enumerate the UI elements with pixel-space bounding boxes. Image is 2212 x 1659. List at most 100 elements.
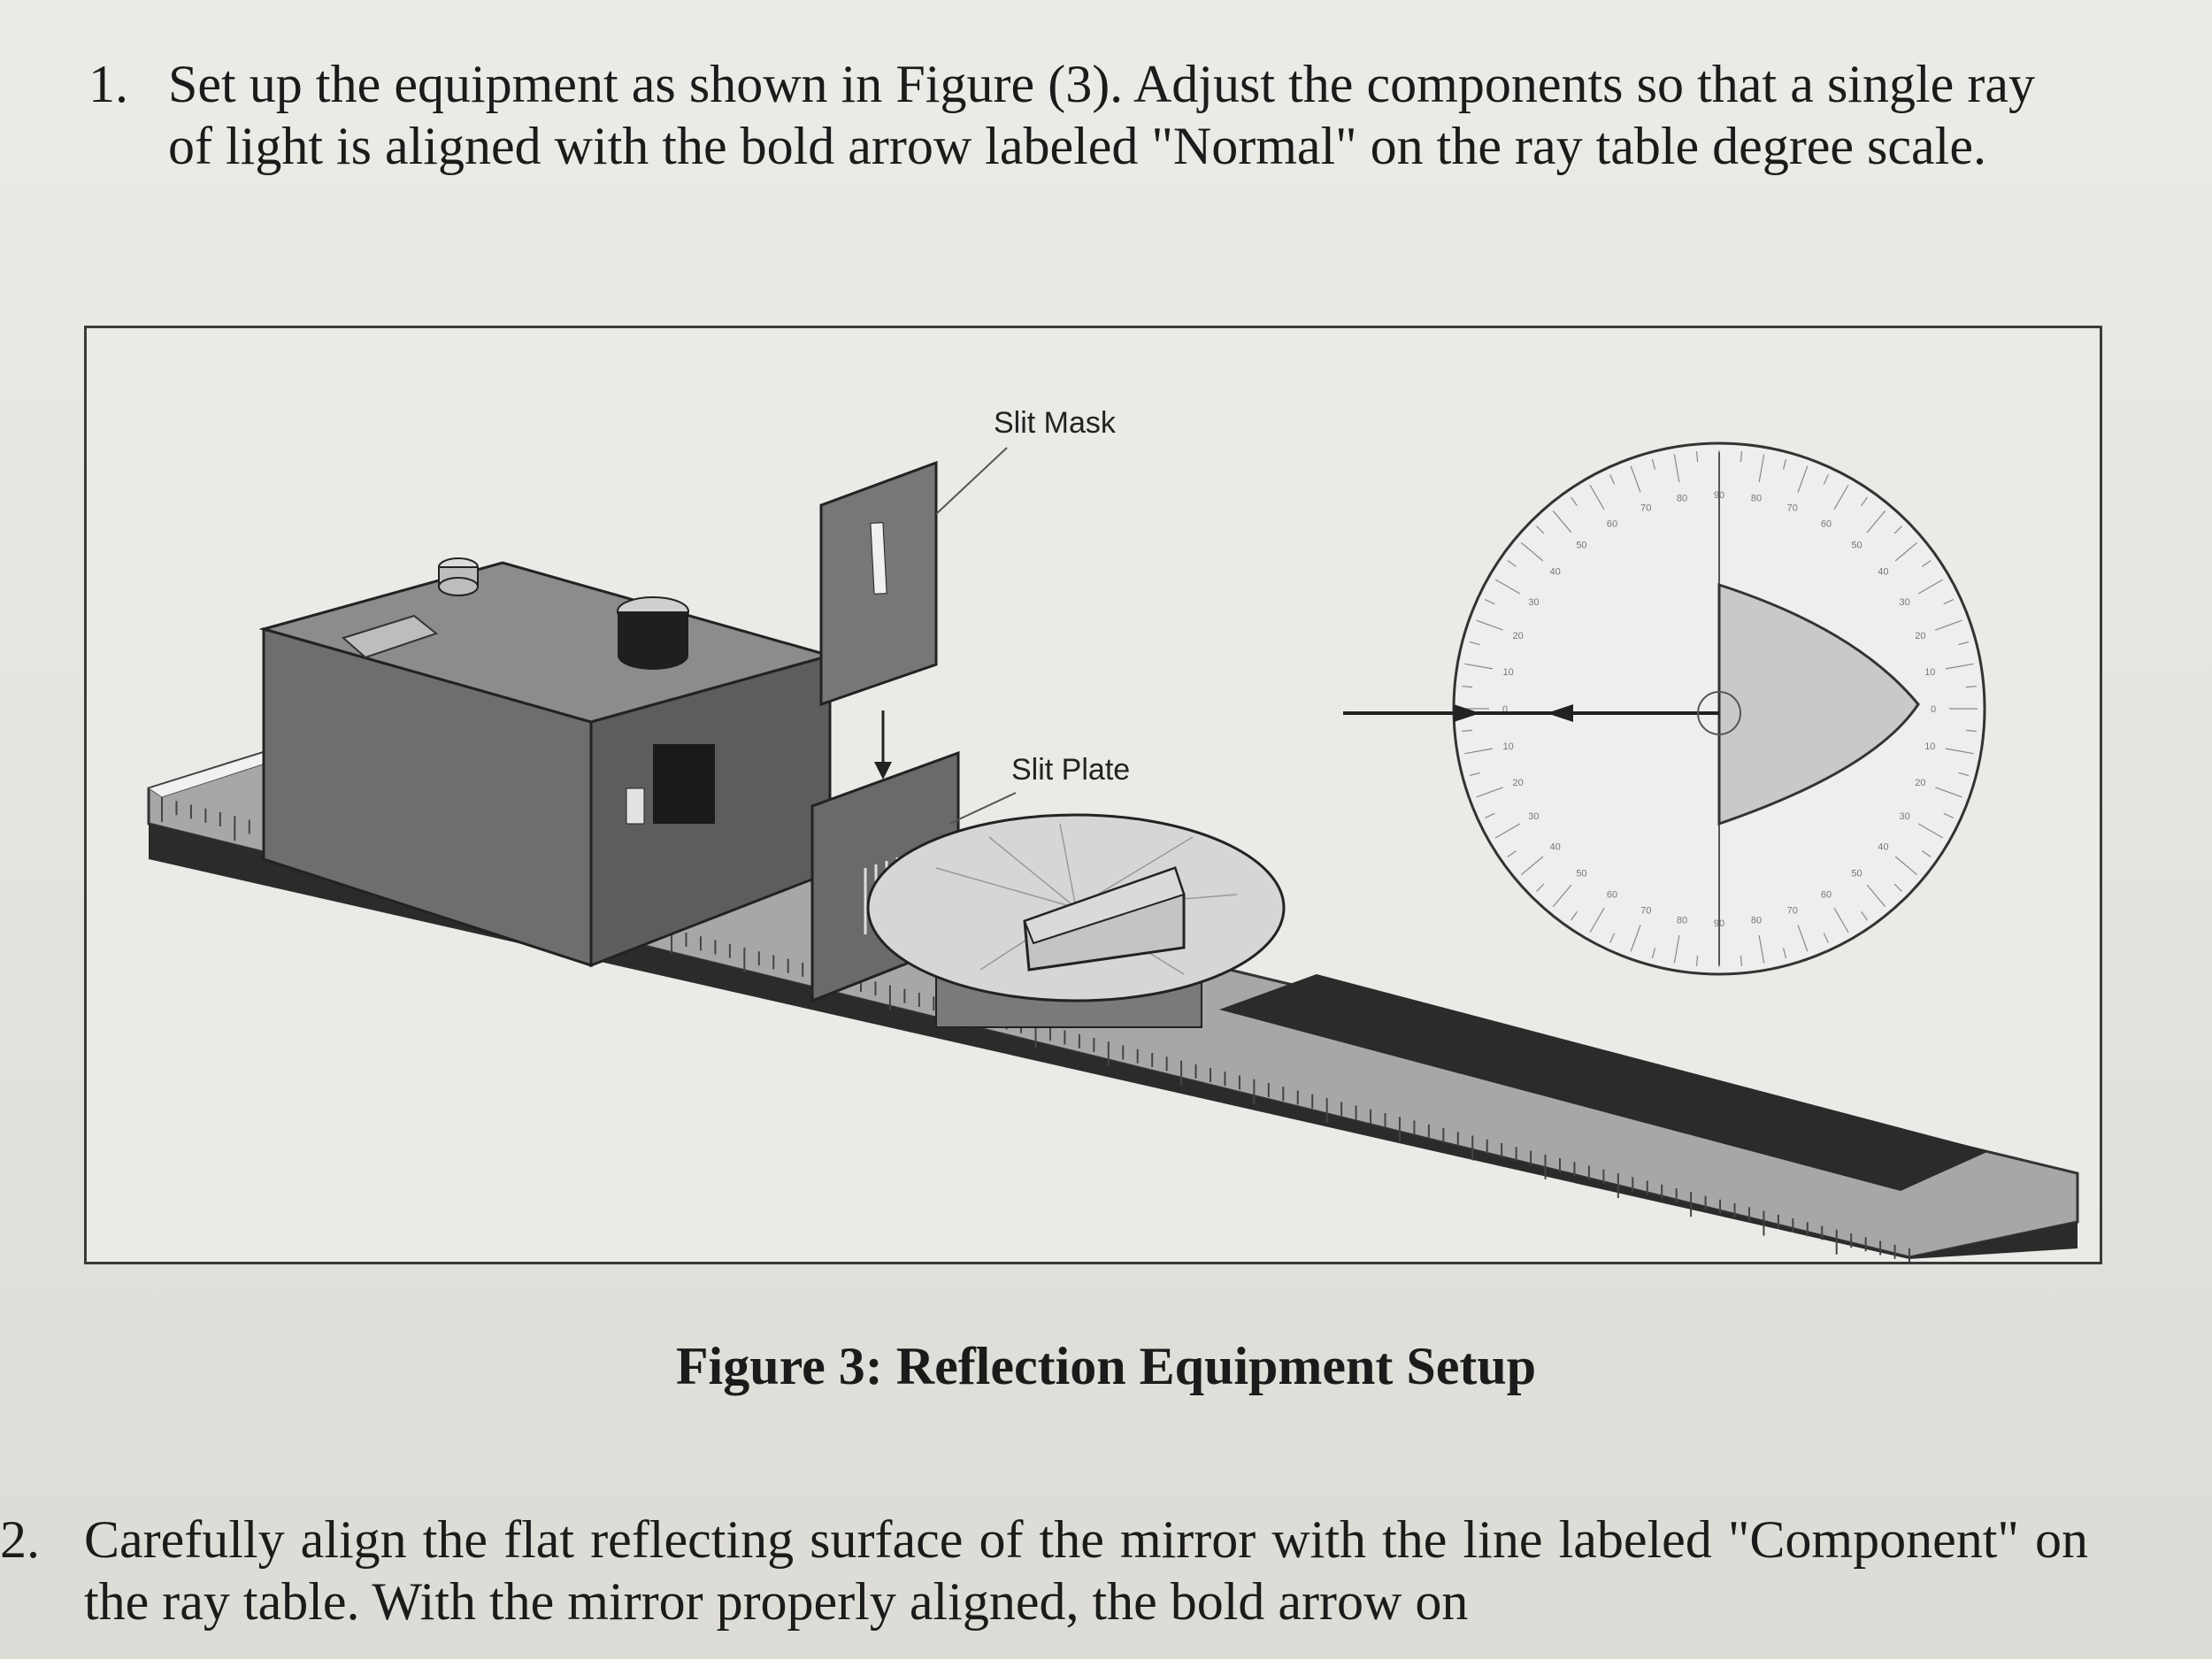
degree-label: 80 <box>1751 915 1762 926</box>
degree-tick <box>1552 510 1572 534</box>
degree-tick <box>1476 619 1503 631</box>
degree-tick <box>1507 850 1517 857</box>
degree-label: 40 <box>1878 566 1888 577</box>
step-text: Carefully align the flat reflecting surf… <box>84 1510 2088 1631</box>
degree-tick <box>1462 729 1473 733</box>
degree-tick <box>1552 884 1572 908</box>
degree-tick <box>1958 772 1970 777</box>
degree-tick <box>1485 599 1495 605</box>
degree-tick <box>1782 948 1787 959</box>
degree-tick <box>1520 856 1544 876</box>
degree-tick <box>1922 850 1932 857</box>
degree-tick <box>1695 451 1699 463</box>
degree-label: 0 <box>1931 704 1936 715</box>
light-source <box>258 557 835 968</box>
degree-tick <box>1894 856 1918 876</box>
degree-label: 80 <box>1751 494 1762 504</box>
degree-label: 10 <box>1503 667 1514 678</box>
degree-label: 60 <box>1821 518 1832 529</box>
degree-label: 0 <box>1502 704 1508 715</box>
degree-tick <box>1464 748 1494 755</box>
equipment-illustration: Slit Mask Slit Plate <box>147 406 2079 1262</box>
slit-plate-label: Slit Plate <box>1011 753 1130 787</box>
degree-label: 30 <box>1528 597 1539 608</box>
degree-tick <box>1758 934 1765 964</box>
degree-label: 80 <box>1677 494 1687 504</box>
degree-tick <box>1589 907 1605 933</box>
degree-tick <box>1609 933 1616 943</box>
degree-label: 20 <box>1512 631 1523 641</box>
degree-scale-diagram: 0102030405060708090807060504030201001020… <box>1343 442 1986 976</box>
degree-tick <box>1823 474 1829 485</box>
degree-label: 40 <box>1549 842 1560 853</box>
degree-tick <box>1571 911 1578 921</box>
degree-label: 50 <box>1851 541 1862 551</box>
degree-tick <box>1958 641 1970 646</box>
degree-tick <box>1917 579 1944 595</box>
degree-tick <box>1589 484 1605 511</box>
degree-tick <box>1673 454 1680 483</box>
degree-label: 40 <box>1549 566 1560 577</box>
degree-label: 70 <box>1787 503 1798 514</box>
figure-caption: Figure 3: Reflection Equipment Setup <box>675 1337 1537 1395</box>
step-number: 2. <box>0 1510 40 1569</box>
degree-label: 70 <box>1787 905 1798 916</box>
degree-tick <box>1609 474 1616 485</box>
degree-label: 50 <box>1576 541 1586 551</box>
slit-mask-label: Slit Mask <box>994 406 1117 440</box>
degree-tick <box>1833 484 1849 511</box>
degree-label: 50 <box>1851 868 1862 879</box>
degree-tick <box>1782 458 1787 470</box>
degree-label: 10 <box>1924 667 1935 678</box>
light-aperture <box>653 744 715 824</box>
degree-tick <box>1651 948 1656 959</box>
degree-tick <box>1536 883 1545 892</box>
degree-tick <box>1485 812 1495 818</box>
degree-tick <box>1536 526 1545 534</box>
degree-label: 70 <box>1640 905 1651 916</box>
degree-tick <box>1469 772 1480 777</box>
degree-tick <box>1630 465 1641 493</box>
degree-tick <box>1740 451 1743 463</box>
degree-label: 60 <box>1821 890 1832 901</box>
degree-label: 40 <box>1878 842 1888 853</box>
degree-label: 10 <box>1924 741 1935 752</box>
degree-tick <box>1520 541 1544 562</box>
degree-tick <box>1945 663 1974 670</box>
degree-tick <box>1894 541 1918 562</box>
degree-tick <box>1861 911 1868 921</box>
degree-label: 30 <box>1899 811 1909 822</box>
degree-tick <box>1469 641 1480 646</box>
degree-tick <box>1945 748 1974 755</box>
bench-channel <box>1219 974 1989 1191</box>
degree-tick <box>1861 496 1868 506</box>
degree-tick <box>1758 454 1765 483</box>
degree-tick <box>1893 883 1902 892</box>
degree-tick <box>1464 663 1494 670</box>
degree-label: 50 <box>1576 868 1586 879</box>
degree-tick <box>1943 599 1954 605</box>
degree-tick <box>1651 458 1656 470</box>
figure-frame: Slit Mask Slit Plate <box>84 326 2102 1264</box>
degree-tick <box>1695 955 1699 966</box>
degree-tick <box>1476 787 1503 798</box>
degree-tick <box>1673 934 1680 964</box>
degree-tick <box>1740 955 1743 966</box>
degree-tick <box>1893 526 1902 534</box>
degree-tick <box>1922 560 1932 567</box>
degree-tick <box>1494 579 1521 595</box>
degree-tick <box>1507 560 1517 567</box>
degree-tick <box>1571 496 1578 506</box>
degree-label: 20 <box>1915 631 1925 641</box>
degree-tick <box>1630 925 1641 952</box>
degree-tick <box>1866 510 1886 534</box>
degree-label: 60 <box>1607 890 1617 901</box>
light-source-tab <box>342 614 439 659</box>
degree-tick <box>1917 823 1944 839</box>
light-switch <box>626 787 645 825</box>
mirror-sector <box>1717 582 1920 826</box>
degree-tick <box>1797 925 1809 952</box>
degree-label: 10 <box>1503 741 1514 752</box>
degree-label: 80 <box>1677 915 1687 926</box>
degree-label: 20 <box>1915 778 1925 788</box>
